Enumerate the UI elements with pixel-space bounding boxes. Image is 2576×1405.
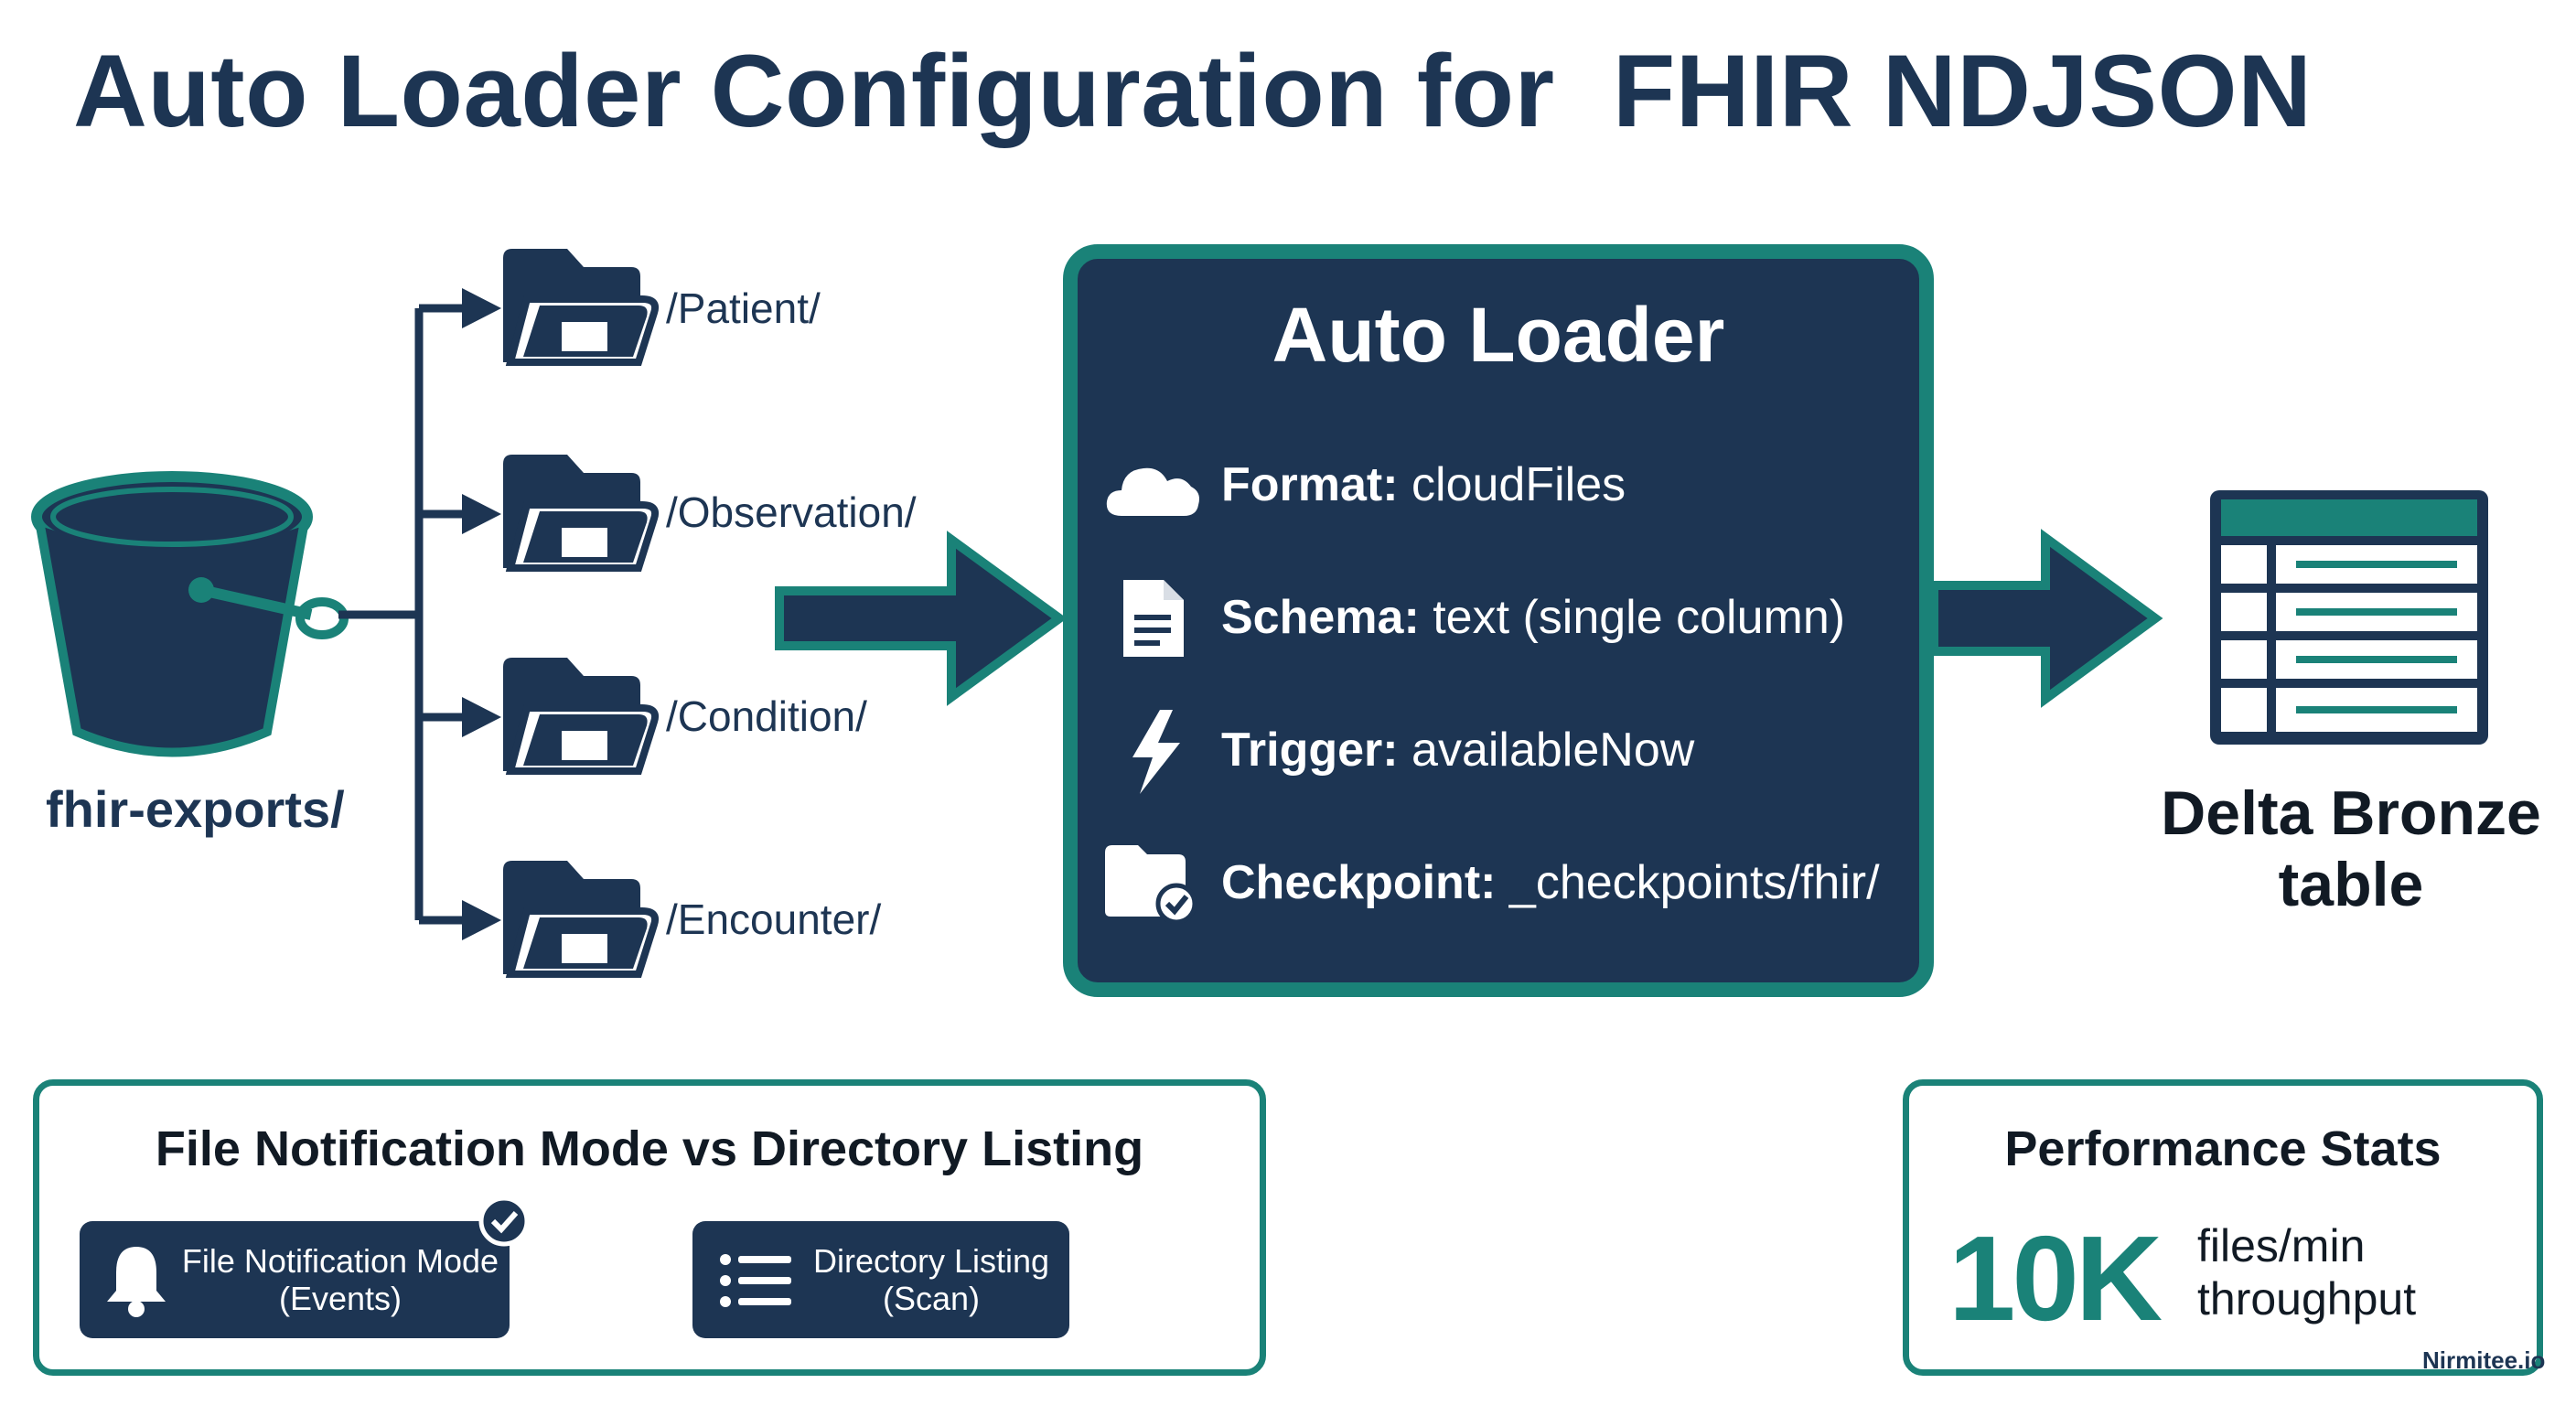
config-value: cloudFiles [1398, 458, 1626, 511]
modes-panel-title: File Notification Mode vs Directory List… [155, 1121, 1144, 1176]
folder-label-condition: /Condition/ [666, 692, 867, 740]
listing-line1: Directory Listing [812, 1241, 1050, 1280]
config-value: availableNow [1398, 724, 1695, 777]
folder-label-observation: /Observation/ [666, 488, 917, 536]
branch-arrowheads [462, 288, 501, 940]
modes-panel: File Notification Mode vs Directory List… [33, 1079, 1266, 1376]
config-value: _checkpoints/fhir/ [1496, 856, 1880, 909]
lightning-icon [1132, 710, 1180, 794]
auto-loader-title: Auto Loader [1272, 292, 1725, 378]
page-title: Auto Loader Configuration for FHIR NDJSO… [73, 34, 2313, 148]
notification-line1: File Notification Mode [181, 1241, 499, 1280]
bucket-label: fhir-exports/ [46, 780, 345, 838]
cloud-icon [1106, 467, 1199, 516]
auto-loader-panel [1063, 244, 1934, 997]
delta-label-line1: Delta Bronze [2161, 778, 2541, 848]
branch-connector [338, 304, 467, 925]
bell-icon [107, 1247, 166, 1317]
delta-table-label: Delta Bronze table [2131, 778, 2571, 920]
table-icon [2210, 490, 2488, 745]
config-key: Schema: [1221, 591, 1420, 644]
document-icon [1123, 580, 1184, 657]
check-badge-icon [478, 1196, 530, 1247]
folder-label-encounter: /Encounter/ [666, 896, 882, 943]
brand-name: Nirmitee.io [2422, 1346, 2546, 1374]
output-arrow [1929, 529, 2163, 708]
folder-icon [503, 658, 660, 775]
folder-label-patient: /Patient/ [666, 284, 821, 332]
folder-icon [503, 861, 660, 978]
config-row-format: Format: cloudFiles [1221, 457, 1626, 512]
config-key: Trigger: [1221, 724, 1399, 777]
config-row-trigger: Trigger: availableNow [1221, 723, 1694, 778]
unit-line2: throughput [2197, 1272, 2417, 1325]
notification-line2: (Events) [278, 1280, 402, 1317]
config-row-schema: Schema: text (single column) [1221, 590, 1845, 645]
unit-line1: files/min [2197, 1220, 2366, 1271]
config-key: Format: [1221, 458, 1399, 511]
folder-icon [503, 249, 660, 366]
performance-panel: Performance Stats [1903, 1079, 2543, 1376]
file-notification-mode-box: File Notification Mode (Events) [80, 1221, 510, 1338]
performance-title: Performance Stats [2004, 1121, 2442, 1176]
listing-line2: (Scan) [882, 1280, 981, 1317]
throughput-unit: files/min throughput [2197, 1220, 2416, 1325]
config-row-checkpoint: Checkpoint: _checkpoints/fhir/ [1221, 855, 1880, 910]
config-value: text (single column) [1419, 591, 1846, 644]
bucket-icon [31, 471, 349, 757]
delta-label-line2: table [2278, 850, 2424, 920]
directory-listing-box: Directory Listing (Scan) [692, 1221, 1069, 1338]
list-icon [720, 1254, 791, 1307]
folder-icon [503, 455, 660, 572]
config-key: Checkpoint: [1221, 856, 1497, 909]
throughput-value: 10K [1948, 1211, 2163, 1346]
input-arrow [775, 531, 1068, 706]
folder-check-icon [1105, 845, 1197, 924]
